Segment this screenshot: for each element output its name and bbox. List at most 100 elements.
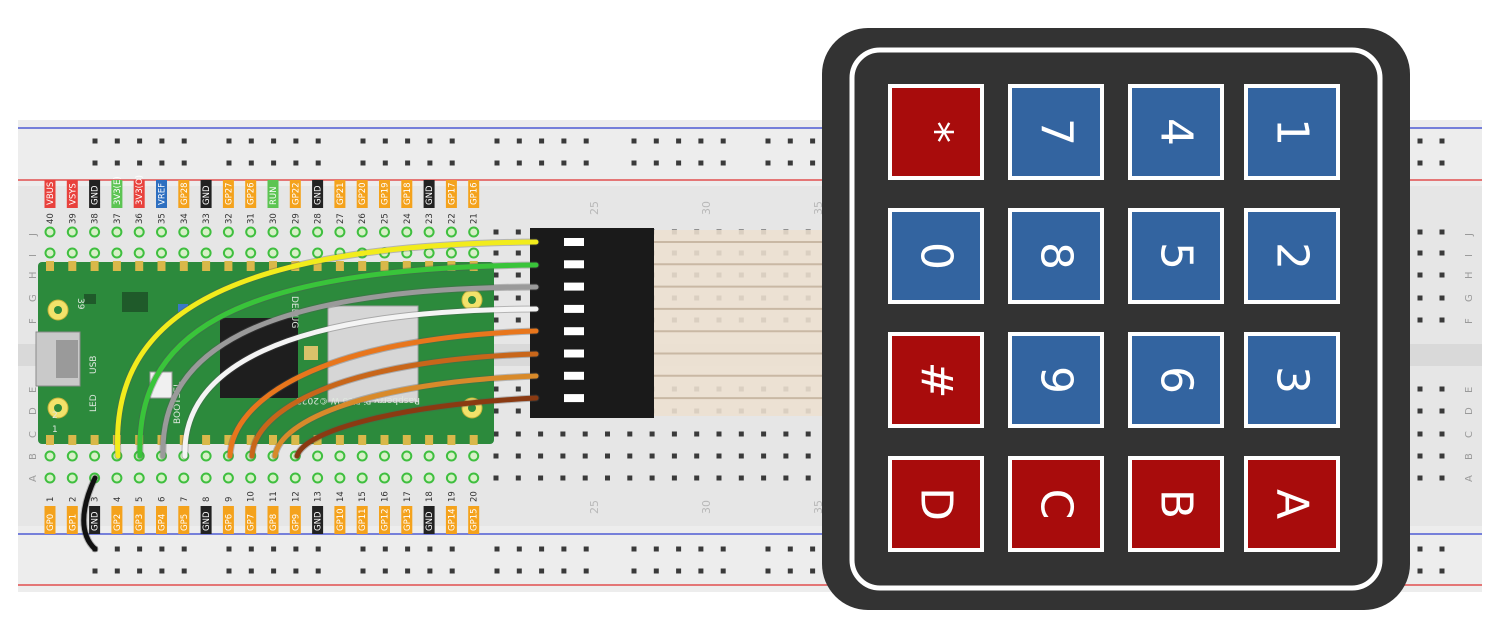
wire-ground[interactable]	[81, 475, 98, 552]
key-face[interactable]	[1132, 88, 1220, 176]
key-face[interactable]	[892, 212, 980, 300]
key-face[interactable]	[1248, 336, 1336, 424]
castellated-pad	[269, 261, 277, 271]
wire-yellow[interactable]	[115, 239, 539, 459]
key-*[interactable]: *	[888, 84, 984, 180]
key-C[interactable]: C	[1008, 456, 1104, 552]
key-2[interactable]: 2	[1244, 208, 1340, 304]
pin-label-text: GP22	[291, 182, 301, 205]
key-D[interactable]: D	[888, 456, 984, 552]
rail-hole	[653, 138, 659, 144]
key-face[interactable]	[1012, 88, 1100, 176]
header-pin	[445, 472, 457, 484]
key-face[interactable]	[1248, 212, 1336, 300]
castellated-pad	[269, 435, 277, 445]
rail-hole	[271, 568, 277, 574]
castellated-pad	[358, 261, 367, 271]
breadboard-hole	[1417, 317, 1423, 323]
pin-label-badge	[312, 506, 324, 534]
row-letter-right: A	[1464, 475, 1475, 482]
key-face[interactable]	[1132, 212, 1220, 300]
key-face[interactable]	[1248, 88, 1336, 176]
pin-label-badge	[156, 180, 167, 208]
pin-label-text: GP19	[381, 182, 391, 205]
pin-label-badge	[423, 506, 435, 534]
key-8[interactable]: 8	[1008, 208, 1104, 304]
rail-hole	[1439, 138, 1445, 144]
header-pin	[312, 472, 324, 484]
key-face[interactable]	[1012, 212, 1100, 300]
pin-number: 6	[158, 497, 168, 502]
castellated-pad	[68, 261, 77, 271]
key-face[interactable]	[892, 88, 980, 176]
component	[304, 346, 318, 360]
key-7[interactable]: 7	[1008, 84, 1104, 180]
header-pin	[401, 472, 413, 484]
breadboard-hole	[493, 475, 499, 481]
wire-ochre[interactable]	[272, 373, 539, 459]
wire-gray[interactable]	[160, 284, 539, 459]
wire-green[interactable]	[137, 262, 539, 459]
pin-label-badge	[222, 180, 234, 208]
pin-number: 30	[269, 213, 279, 224]
key-5[interactable]: 5	[1128, 208, 1224, 304]
key-0[interactable]: 0	[888, 208, 984, 304]
header-pin	[222, 472, 234, 484]
header-pin	[44, 450, 56, 462]
breadboard-hole	[627, 431, 633, 437]
key-face[interactable]	[1132, 460, 1220, 548]
pin-label-text: GND	[202, 185, 212, 205]
pico-pin-labels: VBUS40VSYS39GND383V3(E)373V3(O)36VREF35G…	[44, 175, 480, 534]
key-3[interactable]: 3	[1244, 332, 1340, 428]
key-face[interactable]	[1012, 336, 1100, 424]
key-9[interactable]: 9	[1008, 332, 1104, 428]
header-pin	[379, 472, 390, 484]
key-6[interactable]: 6	[1128, 332, 1224, 428]
key-4[interactable]: 4	[1128, 84, 1224, 180]
key-face[interactable]	[1012, 460, 1100, 548]
breadboard-hole	[805, 475, 811, 481]
keypad-inner-border	[849, 47, 1383, 591]
header-pin	[356, 226, 368, 238]
rail-hole	[248, 546, 254, 552]
pin-label-badge	[200, 506, 212, 534]
pin1-silk-label: 1	[52, 425, 58, 435]
pin-label-badge	[245, 506, 257, 534]
pico-board: USB LED BOOTSEL Raspberry Pi Pico W ©202…	[35, 226, 494, 484]
castellated-pad	[313, 261, 322, 271]
key-face[interactable]	[892, 336, 980, 424]
pin-label-text: GND	[425, 511, 435, 531]
header-pin	[312, 450, 324, 462]
castellated-pad	[202, 261, 211, 271]
wire-dark-orange[interactable]	[249, 351, 539, 459]
key-face[interactable]	[1248, 460, 1336, 548]
key-#[interactable]: #	[888, 332, 984, 428]
breadboard-hole	[738, 453, 744, 459]
wire-orange[interactable]	[227, 328, 539, 459]
header-pin	[468, 247, 480, 259]
key-B[interactable]: B	[1128, 456, 1224, 552]
row-letter-right: I	[1464, 254, 1475, 257]
pin-label-text: GP10	[336, 508, 346, 531]
key-A[interactable]: A	[1244, 456, 1340, 552]
rail-hole	[427, 160, 433, 166]
pin-label-badge	[289, 506, 301, 534]
wire-white[interactable]	[182, 306, 539, 459]
breadboard-hole	[738, 431, 744, 437]
header-pin	[200, 450, 212, 462]
key-label: 1	[1267, 118, 1318, 146]
rail-hole	[653, 160, 659, 166]
column-number-top: 35	[812, 201, 825, 215]
header-pin	[468, 450, 480, 462]
pin-number: 11	[269, 491, 279, 502]
rail-hole	[137, 546, 143, 552]
rail-hole	[449, 138, 455, 144]
header-pin	[89, 226, 101, 238]
rail-hole	[181, 138, 187, 144]
rail-hole	[315, 138, 321, 144]
wire-brown[interactable]	[294, 395, 539, 459]
pin-label-text: GP6	[224, 514, 234, 531]
key-face[interactable]	[1132, 336, 1220, 424]
key-face[interactable]	[892, 460, 980, 548]
key-1[interactable]: 1	[1244, 84, 1340, 180]
